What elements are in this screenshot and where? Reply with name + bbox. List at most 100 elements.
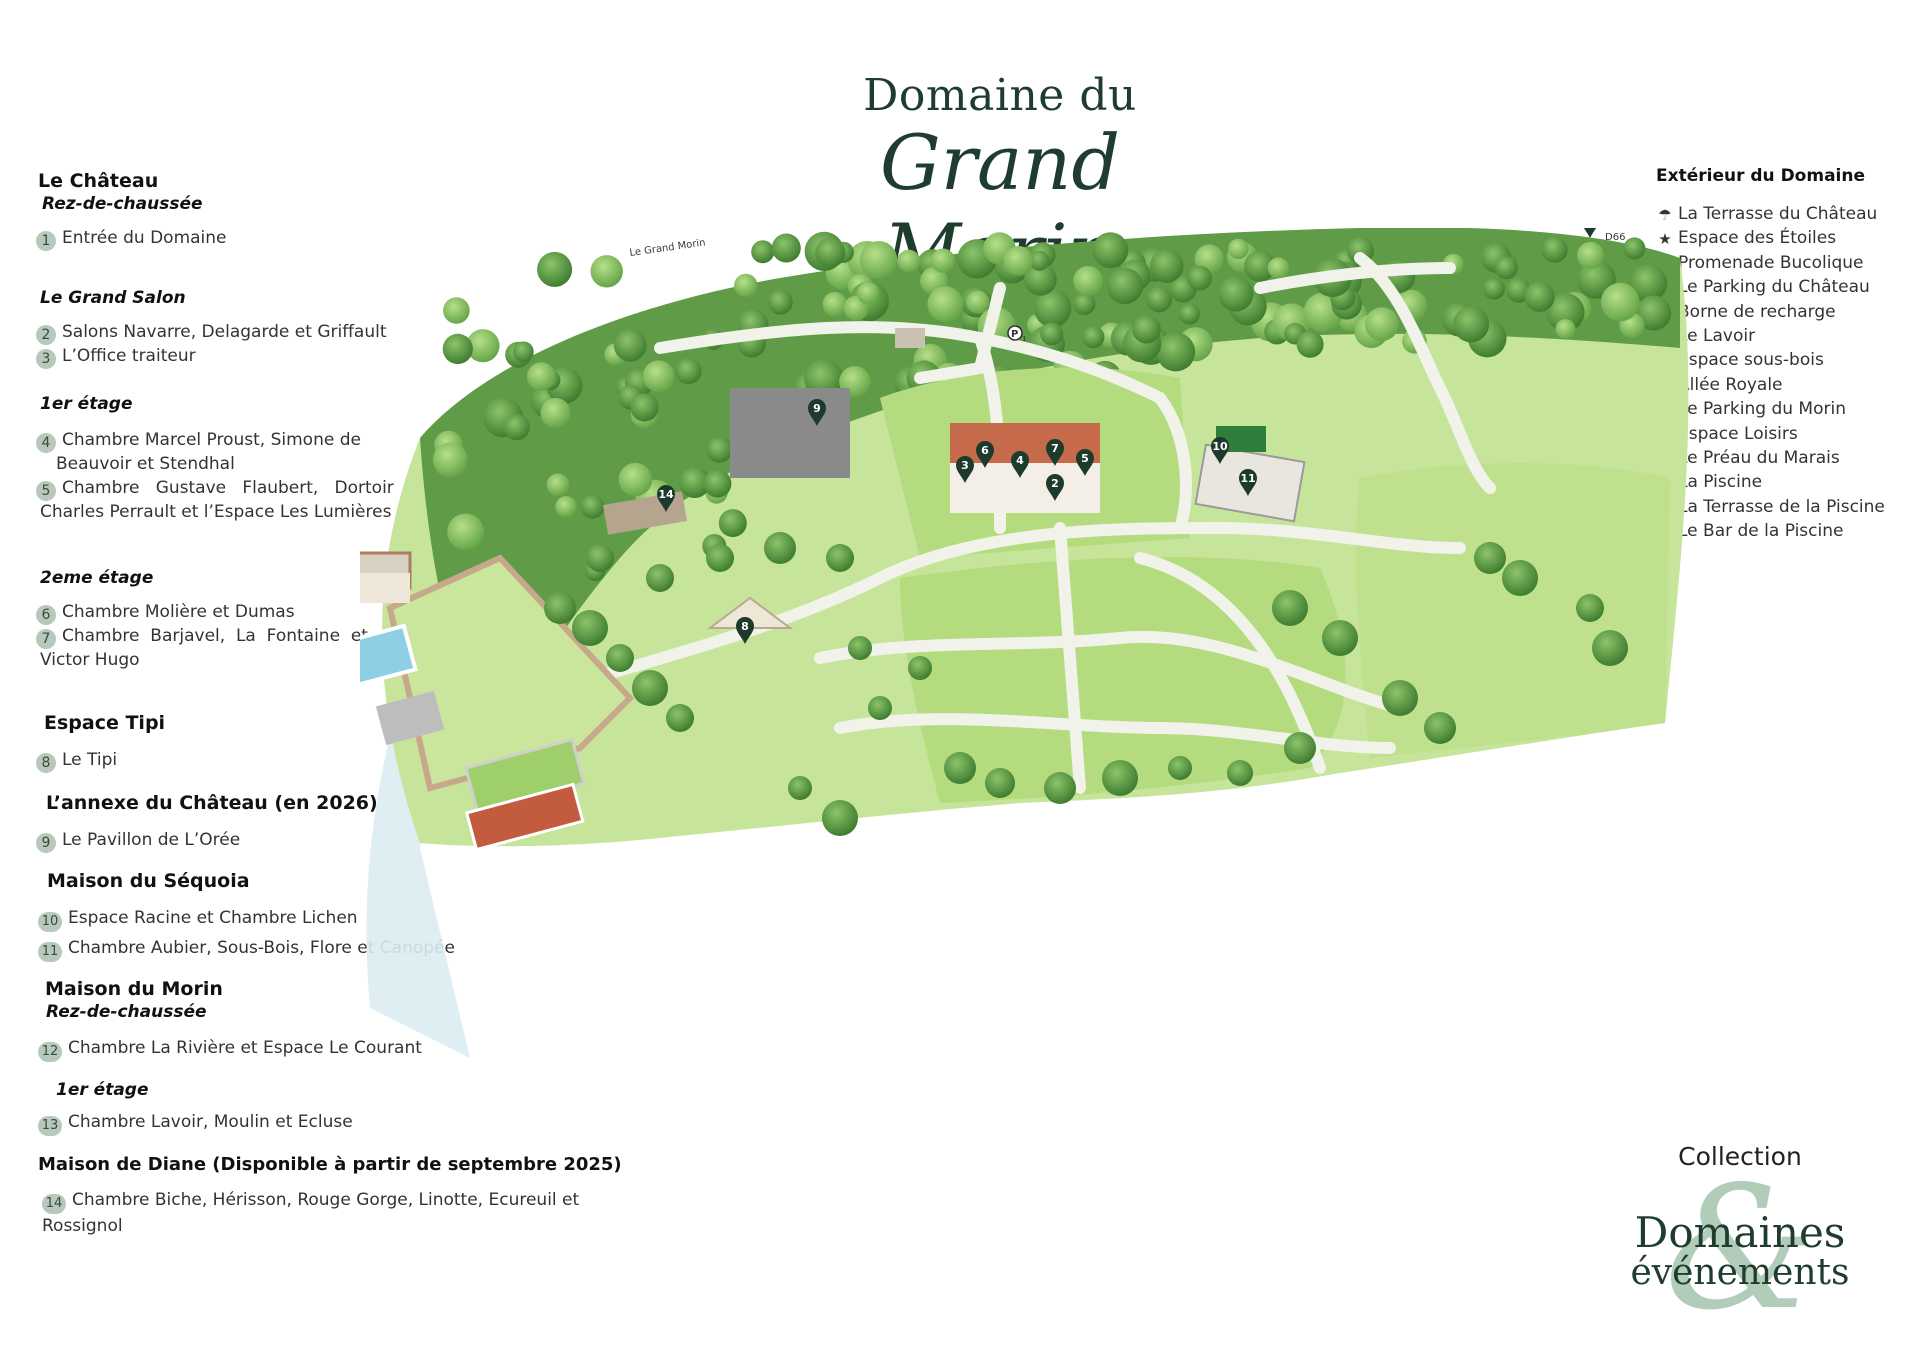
- forest-band: [420, 227, 1680, 748]
- tree: [447, 513, 484, 551]
- legend-sub-morin-rdc: Rez-de-chaussée: [46, 1002, 207, 1022]
- tree: [703, 469, 732, 498]
- tree: [706, 436, 733, 463]
- legend-section-morin: Maison du Morin: [45, 978, 223, 1000]
- legend-badge: 9: [36, 833, 56, 853]
- legend-section-chateau: Le Château: [38, 170, 159, 192]
- estate-map-svg: Le Grand Morin D66 P 1 P 2 1234567891011…: [301, 211, 1689, 1058]
- tree: [718, 509, 747, 538]
- legend-badge: 11: [38, 942, 62, 962]
- pin-number: 14: [658, 488, 674, 501]
- tree: [1187, 265, 1212, 291]
- tree: [1494, 256, 1518, 280]
- legend-sub-rdc: Rez-de-chaussée: [42, 194, 203, 214]
- tree: [642, 360, 675, 393]
- legend-badge: 5: [36, 481, 56, 501]
- location-pin-4[interactable]: 4: [1011, 451, 1029, 478]
- legend-sub-1er: 1er étage: [40, 394, 133, 414]
- parking-label: P: [1011, 329, 1018, 340]
- location-pin-2[interactable]: 2: [1046, 474, 1064, 501]
- location-pin-11[interactable]: 11: [1239, 469, 1257, 496]
- tree: [822, 800, 858, 836]
- location-pin-10[interactable]: 10: [1211, 437, 1229, 464]
- tree: [859, 241, 898, 279]
- tree: [1267, 257, 1290, 279]
- tree: [1033, 289, 1072, 328]
- legend-item-label: Chambre Gustave Flaubert, Dortoir: [62, 478, 394, 498]
- legend-sub-2eme: 2eme étage: [40, 568, 154, 588]
- location-pin-7[interactable]: 7: [1046, 439, 1064, 466]
- tree: [513, 341, 534, 362]
- legend-item-exterieur: Promenade Bucolique: [1678, 252, 1864, 273]
- tree: [897, 249, 921, 273]
- legend-item-label: Chambre Barjavel, La Fontaine et: [62, 626, 368, 646]
- tree: [1623, 237, 1646, 260]
- morin-annex: [330, 573, 410, 603]
- tree: [966, 290, 990, 314]
- tree: [442, 333, 473, 364]
- tree: [908, 656, 932, 680]
- tree: [1272, 590, 1308, 626]
- legend-section-tipi: Espace Tipi: [44, 712, 166, 734]
- tree: [580, 494, 605, 519]
- walled-garden: [386, 554, 635, 792]
- location-pin-1[interactable]: 1: [1581, 211, 1599, 238]
- location-pin-5[interactable]: 5: [1076, 449, 1094, 476]
- brand-name: Domaines: [1634, 1208, 1846, 1257]
- tree: [1453, 306, 1490, 343]
- legend-item-5: 5 Chambre Gustave Flaubert, Dortoir: [36, 476, 394, 501]
- location-pin-9[interactable]: 9: [808, 399, 826, 426]
- tree: [1003, 246, 1034, 276]
- tree: [1029, 250, 1050, 271]
- legend-item-label: Chambre Marcel Proust, Simone de: [62, 430, 361, 450]
- pin-number: 4: [1016, 454, 1024, 467]
- tree: [1218, 276, 1254, 312]
- lavoir-building: [895, 328, 925, 348]
- legend-badge: 10: [38, 912, 62, 932]
- legend-item-label: Entrée du Domaine: [62, 228, 227, 248]
- tree: [630, 393, 659, 422]
- tree: [586, 544, 614, 572]
- tree: [1365, 307, 1399, 341]
- tree: [1592, 630, 1628, 666]
- location-pin-6[interactable]: 6: [976, 441, 994, 468]
- pin-number: 11: [1240, 472, 1255, 485]
- tree: [1546, 293, 1585, 332]
- legend-item-exterieur: Le Lavoir: [1678, 326, 1756, 346]
- tree: [1073, 292, 1096, 316]
- star-icon: ★: [1658, 230, 1672, 249]
- location-pin-14[interactable]: 14: [657, 485, 675, 512]
- legend-item-label: Chambre Lavoir, Moulin et Ecluse: [68, 1112, 353, 1132]
- location-pin-8[interactable]: 8: [736, 617, 754, 644]
- legend-sub-morin-1er: 1er étage: [56, 1080, 149, 1100]
- east-meadow: [1355, 463, 1670, 758]
- tree: [930, 248, 955, 273]
- tree: [1636, 295, 1672, 331]
- parking-chateau-marker[interactable]: P 1: [1007, 325, 1026, 343]
- tree: [1156, 332, 1196, 372]
- tree: [646, 564, 674, 592]
- road-label: D66: [1605, 232, 1625, 243]
- tree: [666, 704, 694, 732]
- location-pin-3[interactable]: 3: [956, 456, 974, 483]
- tree: [1474, 542, 1506, 574]
- tree: [1149, 249, 1184, 283]
- pin-number: 5: [1081, 452, 1089, 465]
- tree: [1322, 620, 1358, 656]
- legend-item-label: Chambre La Rivière et Espace Le Courant: [68, 1038, 422, 1058]
- legend-item-exterieur: Le Bar de la Piscine: [1678, 521, 1844, 542]
- tree: [944, 752, 976, 784]
- legend-item-exterieur: La Piscine: [1678, 472, 1763, 493]
- tree: [1382, 680, 1418, 716]
- pin-number: 8: [741, 620, 749, 633]
- tree: [1524, 281, 1555, 312]
- tree: [1284, 732, 1316, 764]
- tree: [544, 592, 576, 624]
- legend-badge: 8: [36, 753, 56, 773]
- pin-number: 2: [1051, 477, 1059, 490]
